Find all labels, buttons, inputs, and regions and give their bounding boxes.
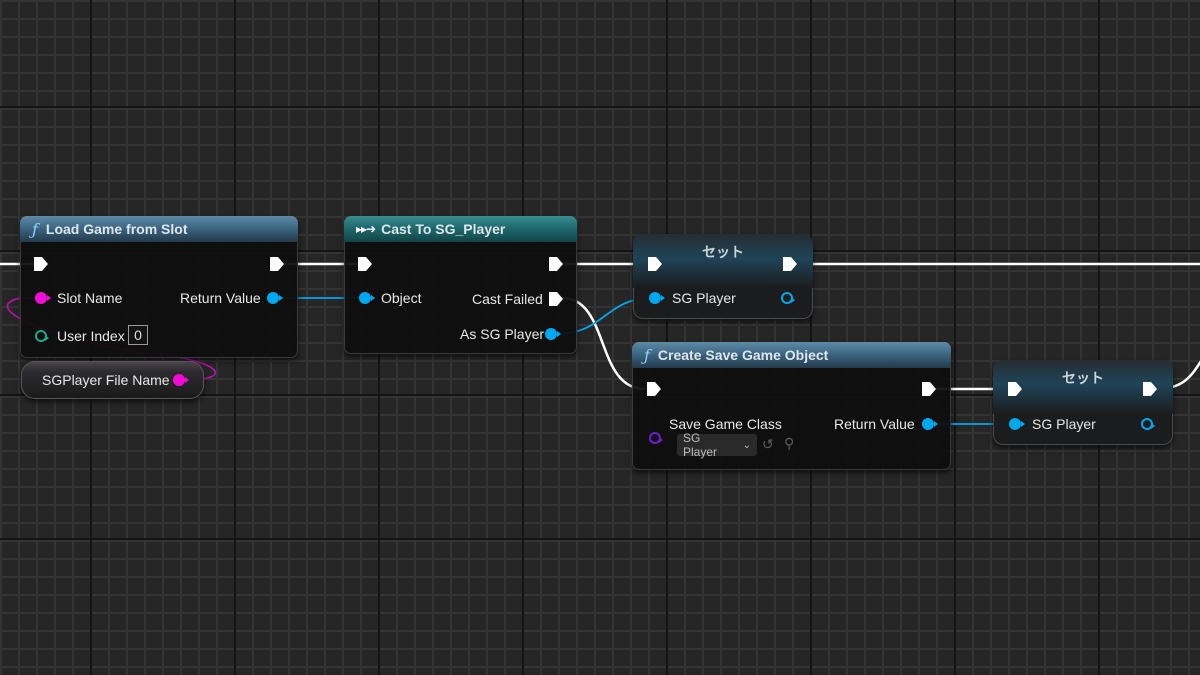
chevron-down-icon: ⌄ (742, 439, 751, 451)
sg-player-label: SG Player (1032, 416, 1096, 432)
node-header: ƒ Load Game from Slot (20, 216, 298, 242)
node-header: ▸▸➔ Cast To SG_Player (344, 216, 577, 242)
return-value-label: Return Value (180, 290, 261, 306)
function-icon: ƒ (32, 219, 38, 239)
return-value-label: Return Value (834, 416, 915, 432)
user-index-input[interactable]: 0 (128, 325, 148, 345)
exec-in-pin[interactable] (647, 382, 661, 396)
browse-search-icon[interactable]: ⚲ (784, 435, 795, 451)
sg-player-out-pin[interactable] (1141, 418, 1155, 430)
node-title: セット (702, 244, 744, 260)
exec-out-pin[interactable] (270, 257, 284, 271)
as-sg-player-pin[interactable] (545, 328, 561, 340)
exec-out-pin[interactable] (549, 257, 563, 271)
function-icon: ƒ (644, 345, 650, 365)
slot-name-label: Slot Name (57, 290, 123, 306)
exec-out-pin[interactable] (1143, 382, 1157, 396)
sg-player-in-pin[interactable] (1009, 418, 1025, 430)
return-value-pin[interactable] (267, 292, 283, 304)
node-title: Load Game from Slot (45, 221, 188, 237)
cast-failed-label: Cast Failed (472, 291, 543, 307)
node-create-save-game-object[interactable]: ƒ Create Save Game Object Save Game Clas… (632, 342, 951, 470)
return-value-pin[interactable] (922, 418, 938, 430)
exec-in-pin[interactable] (1008, 382, 1022, 396)
use-selected-arrow-icon[interactable]: ↺ (762, 436, 774, 452)
dropdown-value: SG Player (683, 431, 718, 459)
node-title: セット (1062, 370, 1104, 386)
save-game-class-dropdown[interactable]: SG Player ⌄ (677, 431, 757, 459)
variable-node-sgplayer-file-name[interactable]: SGPlayer File Name (21, 361, 204, 399)
exec-in-pin[interactable] (648, 257, 662, 271)
exec-in-pin[interactable] (34, 257, 48, 271)
node-cast-to-sg-player[interactable]: ▸▸➔ Cast To SG_Player Object Cast Failed… (344, 216, 577, 354)
sg-player-label: SG Player (672, 290, 736, 306)
node-title: Cast To SG_Player (381, 221, 506, 237)
exec-out-pin[interactable] (922, 382, 936, 396)
user-index-label: User Index (57, 328, 125, 344)
cast-failed-exec-pin[interactable] (549, 292, 563, 306)
sg-player-out-pin[interactable] (781, 292, 795, 304)
node-load-game-from-slot[interactable]: ƒ Load Game from Slot Slot Name User Ind… (20, 216, 298, 358)
slot-name-pin[interactable] (35, 292, 51, 304)
node-set-sg-player-top[interactable]: セット SG Player (633, 234, 813, 319)
cast-icon: ▸▸➔ (356, 222, 376, 236)
save-game-class-label: Save Game Class (669, 416, 782, 432)
variable-label: SGPlayer File Name (42, 372, 170, 388)
exec-in-pin[interactable] (358, 257, 372, 271)
node-header: ƒ Create Save Game Object (632, 342, 951, 368)
as-sg-player-label: As SG Player (460, 326, 545, 342)
node-set-sg-player-bottom[interactable]: セット SG Player (993, 360, 1173, 445)
object-pin[interactable] (359, 292, 375, 304)
exec-out-pin[interactable] (783, 257, 797, 271)
save-game-class-pin[interactable] (649, 432, 663, 444)
sg-player-in-pin[interactable] (649, 292, 665, 304)
node-title: Create Save Game Object (657, 347, 829, 363)
user-index-pin[interactable] (35, 330, 49, 342)
object-label: Object (381, 290, 422, 306)
variable-out-pin[interactable] (173, 374, 189, 386)
